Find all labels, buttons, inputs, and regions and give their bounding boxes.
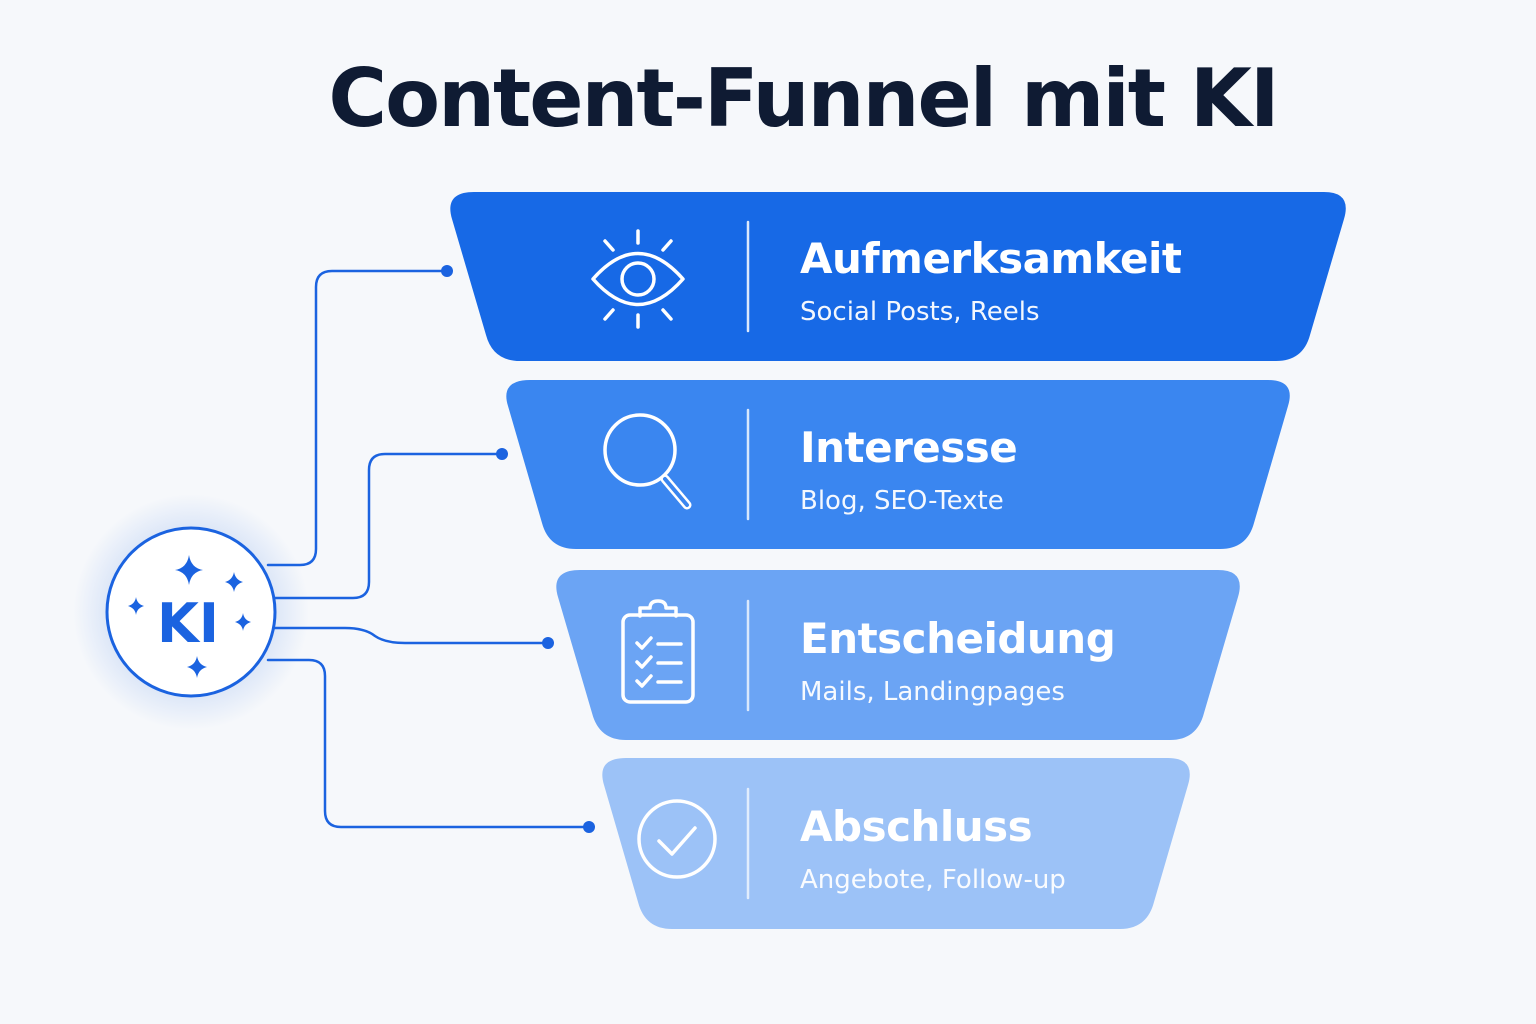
connector-dot-3: [542, 637, 554, 649]
funnel-stage-1: [450, 192, 1346, 361]
connector-dot-1: [441, 265, 453, 277]
sparkles-icon: [128, 555, 251, 678]
connector-dot-2: [496, 448, 508, 460]
stage-3-name: Entscheidung: [800, 614, 1116, 663]
connector-stage-4: [266, 658, 590, 829]
stage-4-text: Abschluss Angebote, Follow-up: [800, 802, 1066, 895]
stage-1-channels: Social Posts, Reels: [800, 297, 1040, 327]
funnel-stage-3: [556, 570, 1240, 740]
ki-hub: [105, 526, 277, 698]
stage-1-text: Aufmerksamkeit Social Posts, Reels: [800, 234, 1182, 327]
connector-stage-2: [270, 452, 504, 600]
eye-icon: [591, 229, 685, 329]
funnel-stage-2: [506, 380, 1290, 549]
stage-2-channels: Blog, SEO-Texte: [800, 486, 1004, 516]
magnifier-icon: [603, 413, 692, 510]
stage-3-text: Entscheidung Mails, Landingpages: [800, 614, 1116, 707]
page-title: Content-Funnel mit KI: [328, 52, 1279, 145]
stage-2-text: Interesse Blog, SEO-Texte: [800, 423, 1018, 516]
stage-1-name: Aufmerksamkeit: [800, 234, 1182, 283]
connector-stage-1: [266, 269, 448, 567]
checklist-clipboard-icon: [621, 599, 695, 704]
stage-3-channels: Mails, Landingpages: [800, 677, 1065, 707]
stage-2-name: Interesse: [800, 423, 1018, 472]
stage-4-channels: Angebote, Follow-up: [800, 865, 1066, 895]
ki-hub-label: KI: [157, 592, 219, 655]
stage-4-name: Abschluss: [800, 802, 1033, 851]
check-circle-icon: [637, 799, 717, 879]
connector-stage-3: [272, 626, 549, 645]
connector-dot-4: [583, 821, 595, 833]
